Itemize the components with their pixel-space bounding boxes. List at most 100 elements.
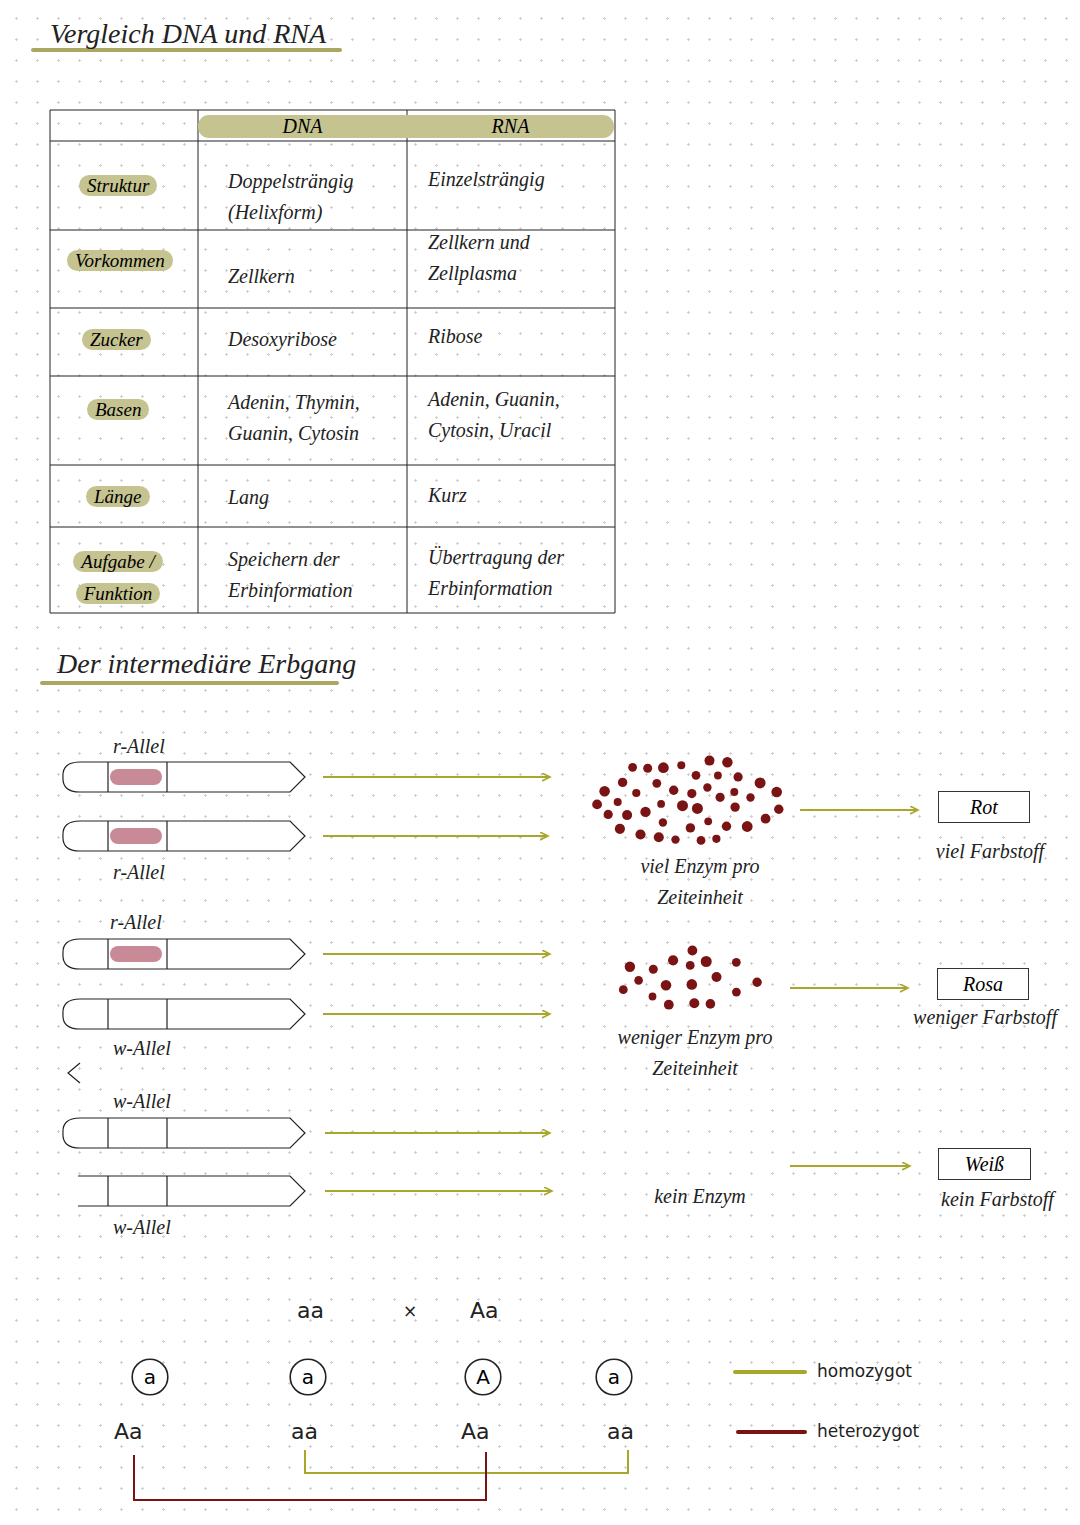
enzyme-dot	[654, 832, 664, 842]
node-text: Rosa	[938, 969, 1028, 999]
heading-underline	[42, 681, 337, 685]
node-text: Rot	[939, 792, 1029, 822]
column-header: DNA	[198, 115, 407, 138]
enzyme-dot	[732, 958, 741, 967]
node-text: A	[464, 1358, 502, 1396]
pigment-note: weniger Farbstoff	[895, 1002, 1075, 1033]
enzyme-dot	[677, 800, 688, 811]
enzyme-dot	[634, 976, 643, 985]
enzyme-dot	[746, 793, 754, 801]
enzyme-dot	[677, 761, 685, 769]
enzyme-dot	[669, 786, 678, 795]
node-text: a	[595, 1358, 633, 1396]
table-cell: Adenin, Thymin, Guanin, Cytosin	[228, 387, 398, 449]
enzyme-dot	[640, 807, 650, 817]
enzyme-dot	[734, 772, 743, 781]
enzyme-dot	[761, 814, 771, 824]
enzyme-dot	[703, 783, 711, 791]
heterozygous-bracket	[134, 1452, 486, 1500]
node-text: Zucker	[82, 329, 151, 350]
enzyme-dot	[659, 818, 667, 826]
gamete-circle: a	[595, 1358, 633, 1396]
enzyme-dot	[705, 756, 715, 766]
pigment-note: viel Farbstoff	[915, 836, 1065, 867]
homozygous-bracket	[305, 1450, 628, 1473]
enzyme-dot	[635, 829, 645, 839]
allele-label: w-Allel	[113, 1212, 171, 1243]
table-cell: Doppelsträngig (Helixform)	[228, 166, 398, 228]
genotype: Aa	[470, 1297, 499, 1325]
enzyme-note: kein Enzym	[625, 1181, 775, 1212]
enzyme-note: weniger Enzym pro Zeiteinheit	[590, 1022, 800, 1084]
enzyme-dot	[649, 965, 658, 974]
enzyme-dot	[619, 985, 628, 994]
node-text: DNA	[198, 115, 407, 138]
enzyme-dot	[632, 789, 640, 797]
column-header: RNA	[407, 115, 614, 138]
node-text: a	[289, 1358, 327, 1396]
table-cell: Speichern der Erbinformation	[228, 544, 393, 606]
row-header: Basen	[87, 394, 149, 426]
node-text: RNA	[407, 115, 614, 138]
legend-text: heterozygot	[817, 1421, 919, 1441]
enzyme-dot	[771, 787, 782, 798]
gamete-circle: A	[464, 1358, 502, 1396]
table-cell: Zellkern	[228, 261, 295, 292]
table-cell: Lang	[228, 482, 269, 513]
enzyme-dot	[722, 757, 732, 767]
enzyme-dot	[592, 800, 602, 810]
enzyme-dot	[692, 803, 703, 814]
row-header: Zucker	[82, 324, 151, 356]
enzyme-dot	[686, 961, 695, 970]
cross-symbol: ×	[403, 1301, 417, 1322]
enzyme-dots	[592, 756, 783, 1010]
row-header: Vorkommen	[67, 245, 173, 277]
genotype: Aa	[461, 1418, 490, 1446]
table-cell: Übertragung der Erbinformation	[428, 542, 603, 604]
enzyme-dot	[649, 993, 657, 1001]
genotype: aa	[297, 1297, 324, 1325]
enzyme-note: viel Enzym pro Zeiteinheit	[615, 851, 785, 913]
row-header: Aufgabe / Funktion	[62, 546, 174, 610]
node-text: Struktur	[79, 175, 157, 196]
enzyme-dot	[664, 1000, 674, 1010]
enzyme-dot	[697, 836, 706, 845]
enzyme-dot	[722, 822, 731, 831]
enzyme-dot	[730, 788, 738, 796]
enzyme-dot	[688, 946, 698, 956]
enzyme-dot	[652, 779, 661, 788]
node-text: a	[131, 1358, 169, 1396]
node-text: Basen	[87, 399, 149, 420]
genotype: aa	[607, 1418, 634, 1446]
gamete-circle: a	[289, 1358, 327, 1396]
enzyme-dot	[716, 793, 725, 802]
phenotype-box: Rosa	[937, 968, 1029, 1000]
enzyme-dot	[701, 956, 712, 967]
allele-label: r-Allel	[113, 731, 165, 762]
enzyme-dot	[687, 979, 698, 990]
enzyme-dot	[625, 962, 635, 972]
enzyme-dot	[618, 778, 627, 787]
table-cell: Ribose	[428, 321, 482, 352]
enzyme-dot	[732, 988, 741, 997]
enzyme-dot	[752, 978, 761, 987]
legend-sample	[738, 1430, 805, 1434]
node-text: Länge	[86, 486, 150, 507]
node-text: Vorkommen	[67, 250, 173, 271]
enzyme-dot	[689, 998, 699, 1008]
enzyme-dot	[712, 835, 720, 843]
allele-label: r-Allel	[110, 907, 162, 938]
node-text: Aufgabe / Funktion	[73, 551, 162, 604]
table-cell: Einzelsträngig	[428, 164, 608, 195]
row-header: Struktur	[79, 170, 157, 202]
enzyme-dot	[628, 763, 637, 772]
genotype: Aa	[114, 1418, 143, 1446]
enzyme-dot	[599, 786, 610, 797]
allele-label: w-Allel	[113, 1086, 171, 1117]
enzyme-dot	[755, 777, 766, 788]
allele-label: w-Allel	[113, 1033, 171, 1064]
enzyme-dot	[706, 999, 716, 1009]
enzyme-dot	[774, 805, 783, 814]
